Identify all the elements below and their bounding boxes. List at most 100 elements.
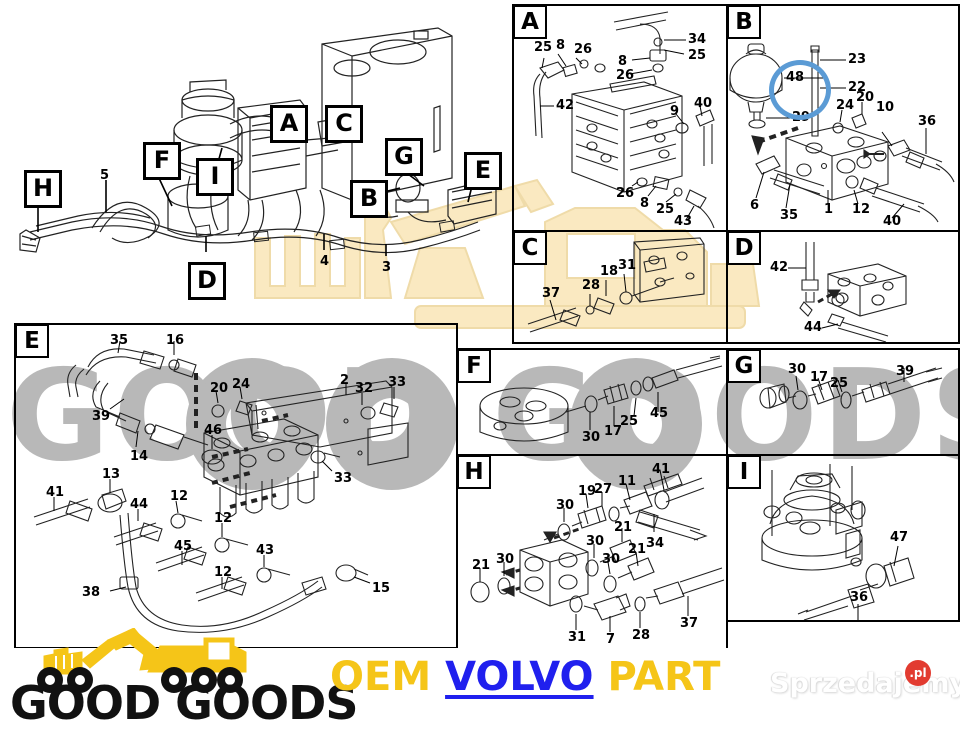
panel-e-num-20: 20 xyxy=(210,381,229,396)
panel-c-tag: C xyxy=(513,231,547,265)
panel-i-num-47: 47 xyxy=(890,530,909,545)
panel-g-num-25: 25 xyxy=(830,376,849,391)
master-assembly-lineart xyxy=(19,27,497,256)
panel-h: H xyxy=(456,454,728,650)
panel-g: G xyxy=(726,348,960,456)
panel-h-num-27: 27 xyxy=(594,482,613,497)
panel-e-num-35: 35 xyxy=(110,333,129,348)
callout-c[interactable]: C xyxy=(325,105,363,143)
panel-h-num-41: 41 xyxy=(652,462,671,477)
callout-a[interactable]: A xyxy=(270,105,308,143)
panel-d-num-44: 44 xyxy=(804,320,823,335)
panel-h-num-21b: 21 xyxy=(472,558,491,573)
panel-b: B xyxy=(726,4,960,232)
panel-e-num-39: 39 xyxy=(92,409,111,424)
panel-f-num-45: 45 xyxy=(650,406,669,421)
panel-a-num-42: 42 xyxy=(556,98,575,113)
panel-e-num-12a: 12 xyxy=(170,489,189,504)
master-number-5: 5 xyxy=(100,168,110,183)
panel-e-num-44: 44 xyxy=(130,497,149,512)
panel-e-num-13: 13 xyxy=(102,467,121,482)
panel-h-num-31: 31 xyxy=(568,630,587,645)
callout-i[interactable]: I xyxy=(196,158,234,196)
panel-d-num-42: 42 xyxy=(770,260,789,275)
panel-h-num-30c: 30 xyxy=(496,552,515,567)
panel-h-num-30a: 30 xyxy=(556,498,575,513)
bottom-banner: GOOD GOODS OEM VOLVO PART Sprzedajemy .p… xyxy=(0,627,960,730)
panel-b-num-1: 1 xyxy=(824,202,834,217)
panel-e-num-12b: 12 xyxy=(214,511,233,526)
panel-b-num-10: 10 xyxy=(876,100,895,115)
panel-a-num-26a: 26 xyxy=(574,42,593,57)
sprzedajemy-watermark: Sprzedajemy xyxy=(770,668,960,699)
panel-h-tag: H xyxy=(457,455,491,489)
master-number-3: 3 xyxy=(382,260,392,275)
sprzedajemy-pl-badge: .pl xyxy=(905,660,931,686)
panel-e-num-45: 45 xyxy=(174,539,193,554)
panel-e-num-43a: 43 xyxy=(256,543,275,558)
panel-a-num-26b: 26 xyxy=(616,68,635,83)
panel-b-num-24: 24 xyxy=(836,98,855,113)
panel-h-num-34: 34 xyxy=(646,536,665,551)
panel-a-num-34: 34 xyxy=(688,32,707,47)
callout-d[interactable]: D xyxy=(188,262,226,300)
panel-a-num-25b: 25 xyxy=(688,48,707,63)
panel-g-num-39: 39 xyxy=(896,364,915,379)
logo-text: GOOD GOODS xyxy=(10,676,358,730)
panel-a-num-9: 9 xyxy=(670,104,680,119)
panel-e-num-46: 46 xyxy=(204,423,223,438)
panel-b-num-20: 20 xyxy=(856,90,875,105)
panel-c-num-28: 28 xyxy=(582,278,601,293)
panel-b-num-23: 23 xyxy=(848,52,867,67)
highlight-ring-48 xyxy=(769,60,831,120)
panel-e-num-33b: 33 xyxy=(334,471,353,486)
panel-e-num-16: 16 xyxy=(166,333,185,348)
panel-e-num-12c: 12 xyxy=(214,565,233,580)
callout-e[interactable]: E xyxy=(464,152,502,190)
panel-e-num-33a: 33 xyxy=(388,375,407,390)
panel-h-num-11: 11 xyxy=(618,474,637,489)
oem-volvo-part-text: OEM VOLVO PART xyxy=(330,654,720,710)
panel-f-num-30: 30 xyxy=(582,430,601,445)
panel-e: E xyxy=(14,323,458,649)
part-label: PART xyxy=(593,654,721,700)
panel-b-num-22: 22 xyxy=(848,80,867,95)
panel-g-tag: G xyxy=(727,349,761,383)
panel-h-num-7: 7 xyxy=(606,632,616,647)
panel-d: D xyxy=(726,230,960,344)
panel-a-tag: A xyxy=(513,5,547,39)
panel-h-num-30d: 30 xyxy=(602,552,621,567)
panel-a-num-26c: 26 xyxy=(616,186,635,201)
panel-e-num-38: 38 xyxy=(82,585,101,600)
callout-f[interactable]: F xyxy=(143,142,181,180)
panel-i-tag: I xyxy=(727,455,761,489)
panel-e-num-41: 41 xyxy=(46,485,65,500)
panel-e-num-14: 14 xyxy=(130,449,149,464)
panel-c-num-18: 18 xyxy=(600,264,619,279)
callout-b[interactable]: B xyxy=(350,180,388,218)
panel-a-num-25c: 25 xyxy=(656,202,675,217)
panel-b-num-40: 40 xyxy=(883,214,902,229)
good-goods-logo: GOOD GOODS xyxy=(8,627,358,730)
panel-a-num-8a: 8 xyxy=(556,38,566,53)
panel-a-num-8b: 8 xyxy=(618,54,628,69)
panel-h-num-37: 37 xyxy=(680,616,699,631)
panel-f-tag: F xyxy=(457,349,491,383)
panel-d-tag: D xyxy=(727,231,761,265)
panel-i: I xyxy=(726,454,960,622)
panel-c-num-37: 37 xyxy=(542,286,561,301)
panel-f: F xyxy=(456,348,728,456)
callout-h[interactable]: H xyxy=(24,170,62,208)
panel-i-num-36: 36 xyxy=(850,590,869,605)
panel-e-num-32: 32 xyxy=(355,381,374,396)
panel-b-num-36: 36 xyxy=(918,114,937,129)
panel-a-num-25a: 25 xyxy=(534,40,553,55)
callout-g[interactable]: G xyxy=(385,138,423,176)
panel-b-num-35: 35 xyxy=(780,208,799,223)
panel-e-num-15: 15 xyxy=(372,581,391,596)
panel-h-num-21a: 21 xyxy=(614,520,633,535)
panel-a-num-43: 43 xyxy=(674,214,693,229)
panel-h-num-21c: 21 xyxy=(628,542,647,557)
panel-a: A xyxy=(512,4,728,232)
